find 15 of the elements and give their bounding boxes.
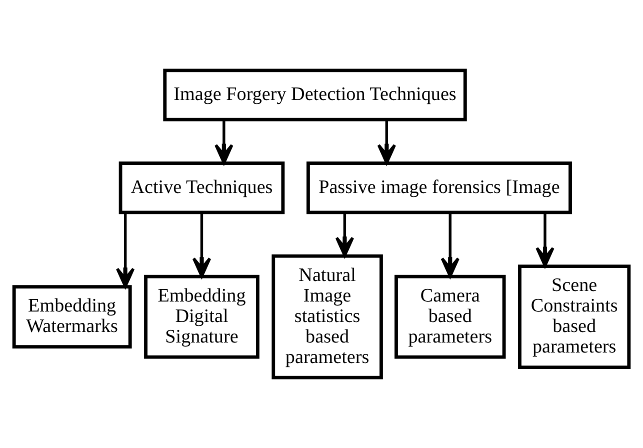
arrow bbox=[536, 212, 554, 268]
arrow bbox=[335, 212, 354, 257]
arrow bbox=[192, 212, 212, 278]
node-box: Scene Constraints based parameters bbox=[518, 264, 631, 369]
node-box: Embedding Digital Signature bbox=[144, 274, 260, 359]
arrow bbox=[440, 212, 460, 278]
node-box: Active Techniques bbox=[118, 162, 285, 214]
node-box: Passive image forensics [Image bbox=[306, 162, 572, 214]
node-box: Natural Image statistics based parameters bbox=[272, 254, 383, 380]
node-box: Camera based parameters bbox=[394, 274, 506, 359]
arrow bbox=[116, 212, 135, 288]
node-box: Image Forgery Detection Techniques bbox=[163, 68, 467, 122]
arrow bbox=[377, 120, 396, 164]
arrow bbox=[214, 120, 234, 164]
node-box: Embedding Watermarks bbox=[12, 285, 132, 349]
